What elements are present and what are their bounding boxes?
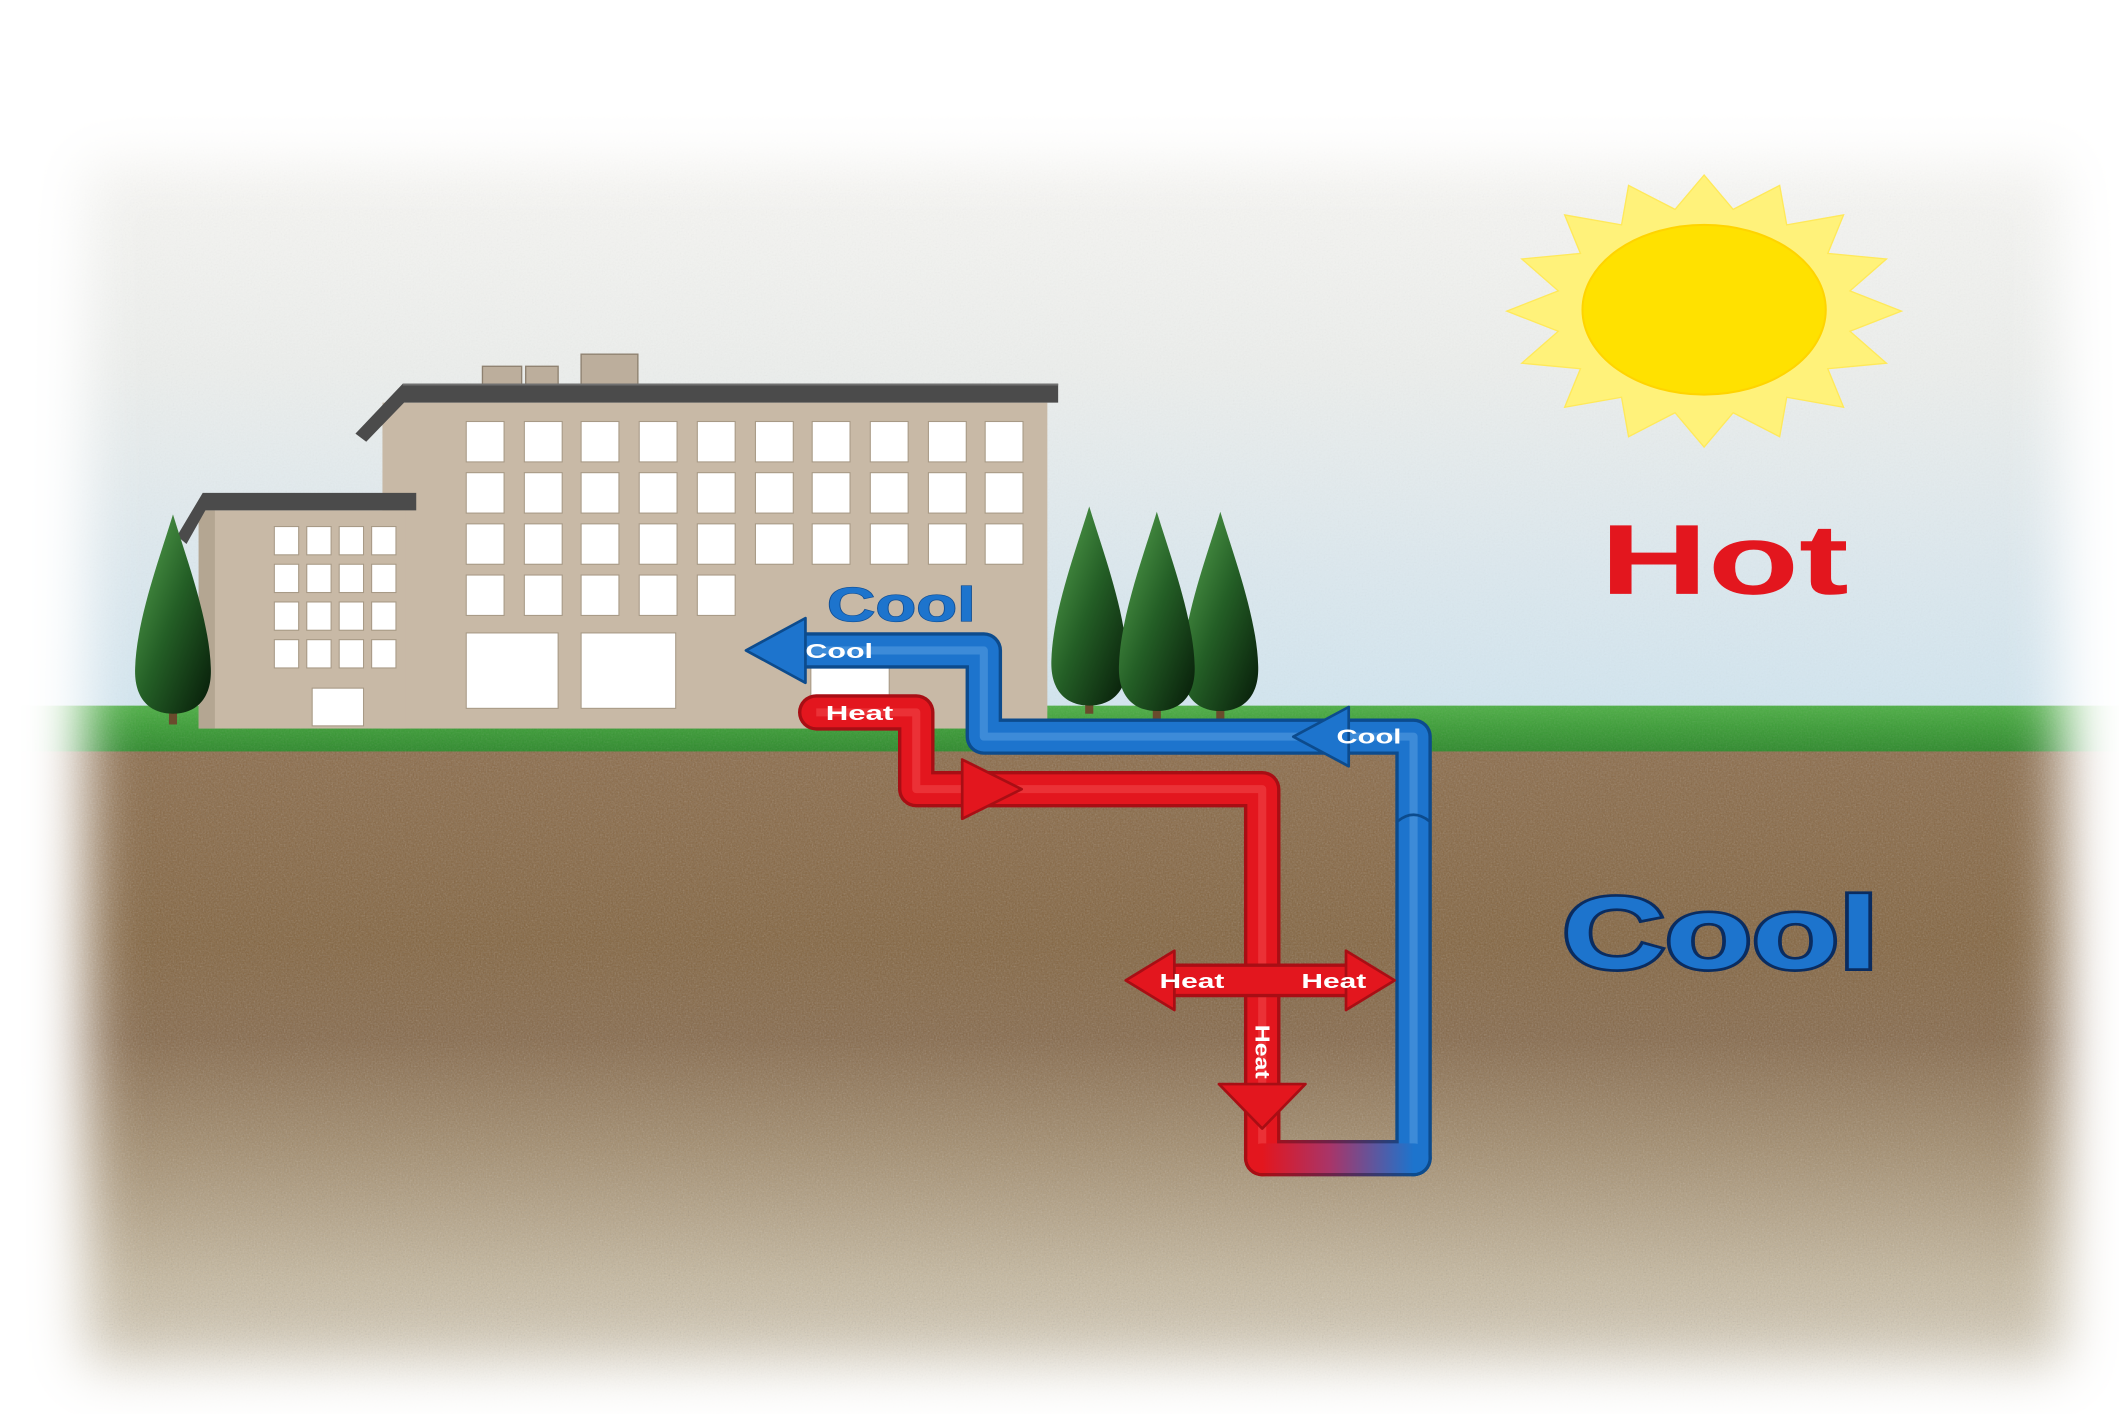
- window: [371, 639, 397, 669]
- window: [306, 601, 332, 631]
- window: [306, 526, 332, 556]
- window: [580, 472, 620, 514]
- heat-pipe-highlight: [816, 708, 1267, 1159]
- window: [371, 601, 397, 631]
- window: [306, 639, 332, 669]
- rooftop-unit: [481, 365, 523, 386]
- tree: [1051, 506, 1128, 714]
- heat-arrow-left-icon: [1124, 949, 1176, 1012]
- cool-pipe: [787, 635, 1429, 1173]
- building-wall: [198, 510, 406, 729]
- window: [523, 472, 563, 514]
- window: [811, 420, 851, 463]
- window: [638, 574, 678, 616]
- window: [811, 523, 851, 565]
- window: [465, 574, 505, 616]
- window: [338, 563, 365, 594]
- roof: [177, 492, 417, 545]
- cool-arrow-left-icon: [1291, 705, 1351, 768]
- window: [984, 472, 1024, 514]
- window: [696, 523, 736, 565]
- window: [465, 420, 505, 463]
- window: [273, 563, 300, 594]
- window: [696, 420, 736, 463]
- window: [465, 472, 505, 514]
- window: [696, 472, 736, 514]
- heat-arrow-down-icon: [1217, 1082, 1307, 1130]
- window: [465, 632, 559, 709]
- window: [984, 420, 1024, 463]
- building-cool-label: Cool: [827, 578, 976, 632]
- roof: [355, 383, 1059, 442]
- window: [984, 523, 1024, 565]
- window: [580, 420, 620, 463]
- tree-trunk: [168, 708, 178, 725]
- window: [754, 420, 794, 463]
- heat-down-label: Heat: [1250, 1025, 1272, 1079]
- heat-arrow-right-icon: [1344, 949, 1396, 1012]
- heat-left-label: Heat: [1160, 971, 1225, 993]
- tree-trunk: [1152, 705, 1161, 720]
- window: [338, 601, 365, 631]
- window: [523, 420, 563, 463]
- entrance-door: [311, 687, 365, 727]
- tree: [1118, 511, 1195, 720]
- return-cool-label: Cool: [1337, 726, 1402, 748]
- ground-cool-label: Cool: [1562, 875, 1878, 990]
- sun-core: [1581, 223, 1827, 396]
- sun: [1504, 174, 1904, 449]
- window: [273, 526, 300, 556]
- window: [869, 523, 909, 565]
- window: [580, 523, 620, 565]
- air-hot-label: Hot: [1600, 505, 1849, 616]
- heat-arrow-right-icon: [960, 758, 1024, 821]
- window: [927, 420, 967, 463]
- window: [638, 523, 678, 565]
- window: [523, 574, 563, 616]
- window: [465, 523, 505, 565]
- window: [811, 472, 851, 514]
- cool-arrow-left-icon: [744, 616, 807, 685]
- window: [927, 523, 967, 565]
- window: [638, 420, 678, 463]
- window: [371, 526, 397, 556]
- window: [869, 420, 909, 463]
- window: [754, 523, 794, 565]
- tree: [1182, 511, 1259, 720]
- tree-trunk: [1085, 700, 1094, 714]
- window: [754, 472, 794, 514]
- main-building: [355, 353, 1059, 729]
- window: [338, 526, 365, 556]
- window-grid: [273, 526, 397, 669]
- window: [338, 639, 365, 669]
- heat-pipe: [801, 697, 1278, 1173]
- cool-pipe-highlight: [802, 646, 1418, 1159]
- window-grid: [465, 420, 1024, 709]
- pipe-coupling: [1396, 813, 1431, 823]
- window: [306, 563, 332, 594]
- window: [638, 472, 678, 514]
- tree: [135, 514, 211, 725]
- supply-cool-label: Cool: [805, 641, 873, 663]
- window: [371, 563, 397, 594]
- window: [580, 632, 677, 709]
- window: [273, 601, 300, 631]
- window: [523, 523, 563, 565]
- rooftop-unit: [525, 365, 559, 386]
- heat-right-label: Heat: [1301, 971, 1366, 993]
- tree-trunk: [1216, 705, 1225, 720]
- rooftop-unit: [580, 353, 639, 386]
- building-heat-label: Heat: [826, 703, 894, 725]
- window: [580, 574, 620, 616]
- annex-building: [177, 492, 417, 729]
- window: [273, 639, 300, 669]
- window: [927, 472, 967, 514]
- tree-group: [1051, 506, 1259, 720]
- ground-loop: Cool Cool Heat Heat Heat Heat: [744, 616, 1432, 1177]
- window: [696, 574, 736, 616]
- window: [869, 472, 909, 514]
- soil-grain: [0, 740, 2119, 1414]
